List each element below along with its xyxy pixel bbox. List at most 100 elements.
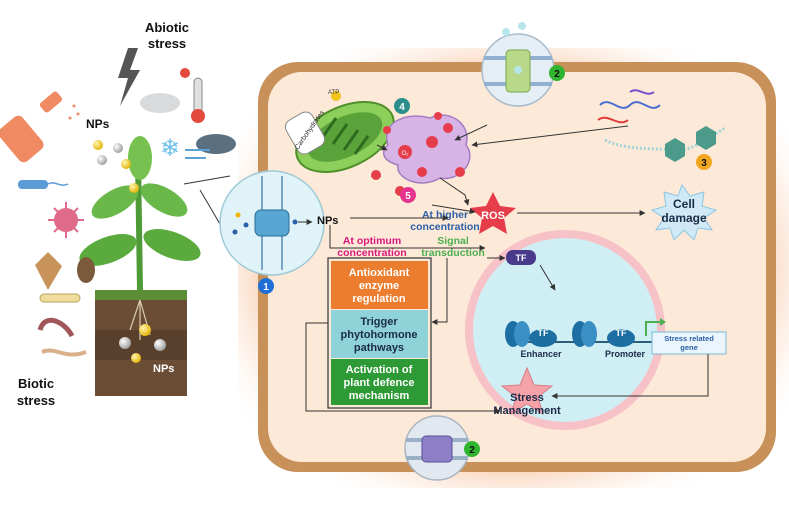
abiotic-icons: Abiotic stress ❄ xyxy=(118,20,236,162)
tf-enhancer-label: TF xyxy=(538,328,549,338)
nucleus: TF TF Enhancer Promoter Stress related g… xyxy=(465,230,727,430)
arrow-gene-stress xyxy=(551,354,709,399)
sun-icon xyxy=(331,91,341,101)
atp-label: ATP xyxy=(328,90,339,96)
number-badges: 1 2 3 4 5 2 xyxy=(258,65,712,457)
transcription-arrowhead xyxy=(660,318,666,326)
polymer-icon xyxy=(597,89,726,162)
carbohydrate-chain xyxy=(284,111,326,155)
signal-line2: transduction xyxy=(421,247,485,259)
ion-channel-top xyxy=(481,22,555,107)
optimum-conc-line1: At optimum xyxy=(343,235,401,247)
arrow-chloroplast-organelle xyxy=(376,144,388,151)
nps-soil-label: NPs xyxy=(153,363,174,375)
badge-2-bottom-label: 2 xyxy=(469,445,475,456)
badge-5 xyxy=(400,187,416,203)
ion-channel-bottom xyxy=(404,415,470,481)
tf-promoter-blob xyxy=(607,329,635,347)
stress-management-line2: Management xyxy=(493,405,561,417)
signal-line1: Signal xyxy=(437,235,469,247)
nucleosome-left xyxy=(505,321,530,347)
arrow-polymer-organelle xyxy=(471,125,629,148)
spray-bottle-icon: NPs xyxy=(0,91,131,169)
larva-icon xyxy=(39,293,81,303)
phytohormone-box xyxy=(331,310,428,358)
beetle-icon xyxy=(77,257,95,283)
tf-cytoplasm: TF xyxy=(506,250,536,265)
mitochondrion: O₂ xyxy=(371,112,471,196)
transcription-start-arrow xyxy=(645,321,662,336)
badge-5-label: 5 xyxy=(405,191,411,202)
superoxide-label: O₂ xyxy=(402,151,410,157)
badge-4 xyxy=(394,98,410,114)
thermometer-icon xyxy=(193,77,203,115)
response-frame xyxy=(327,257,432,409)
badge-1 xyxy=(258,278,274,294)
cell-damage-line2: damage xyxy=(661,211,707,225)
badge-1-label: 1 xyxy=(263,282,269,293)
stress-gene-line1: Stress related xyxy=(664,334,714,343)
abiotic-line1: Abiotic xyxy=(145,20,189,35)
nucleosome-right xyxy=(572,321,597,347)
snowflake-icon: ❄ xyxy=(160,135,180,162)
chloroplast: Carbohydrates ATP xyxy=(284,90,395,173)
biotic-line1: Biotic xyxy=(18,376,54,391)
phytohormone-line3: pathways xyxy=(354,342,404,354)
response-boxes: Antioxidant enzyme regulation Trigger ph… xyxy=(327,257,432,409)
plant-illustration: NPs xyxy=(79,136,201,396)
nps-spray-label: NPs xyxy=(86,117,110,131)
defence-box xyxy=(331,359,428,405)
badge-2-bottom xyxy=(464,441,480,457)
nucleoplasm xyxy=(473,238,657,422)
worm-icon xyxy=(37,317,75,338)
arrow-channel-organelle xyxy=(454,124,488,141)
arrow-to-stress-mgmt xyxy=(305,322,501,414)
higher-conc-line1: At higher xyxy=(422,209,468,221)
defence-line1: Activation of xyxy=(346,364,413,376)
bacteria-icon xyxy=(18,180,48,189)
badge-2-top-label: 2 xyxy=(554,69,560,80)
antioxidant-line3: regulation xyxy=(352,293,405,305)
antioxidant-line1: Antioxidant xyxy=(349,267,410,279)
optimum-conc-line2: concentration xyxy=(337,247,406,259)
nematode-icon xyxy=(41,348,87,357)
phytohormone-line2: phytohormone xyxy=(341,329,418,341)
defence-line2: plant defence xyxy=(344,377,415,389)
moth-icon xyxy=(35,252,62,290)
stress-management-star: Stress Management xyxy=(493,366,561,417)
abiotic-line2: stress xyxy=(148,36,186,51)
antioxidant-line2: enzyme xyxy=(359,280,399,292)
tf-cytoplasm-label: TF xyxy=(516,253,527,263)
leaf xyxy=(91,185,139,219)
badge-3-label: 3 xyxy=(701,158,707,169)
arrow-optimum xyxy=(329,225,486,251)
tf-promoter-label: TF xyxy=(616,328,627,338)
grass-top xyxy=(95,290,187,300)
leaf xyxy=(128,136,152,180)
leaf xyxy=(143,229,201,261)
stress-gene-line2: gene xyxy=(680,343,698,352)
flow-arrows xyxy=(305,124,709,414)
badge-2-top xyxy=(549,65,565,81)
lightning-icon xyxy=(118,48,140,106)
stress-gene-box xyxy=(651,331,727,355)
ros-label: ROS xyxy=(481,210,505,222)
leaf xyxy=(140,183,188,217)
antioxidant-box xyxy=(331,261,428,309)
badge-4-label: 4 xyxy=(399,102,405,113)
arrow-to-ros xyxy=(431,204,476,215)
membrane-callout: NPs xyxy=(183,170,338,276)
ros-star: ROS xyxy=(470,192,516,234)
higher-conc-line2: concentration xyxy=(410,221,479,233)
nps-membrane-label: NPs xyxy=(317,215,338,227)
arrow-signal-boxes xyxy=(431,258,448,325)
cloud-icon xyxy=(140,93,180,113)
biotic-line2: stress xyxy=(17,393,55,408)
defence-line3: mechanism xyxy=(349,390,410,402)
cell-damage-line1: Cell xyxy=(673,197,695,211)
wind-icon xyxy=(185,149,210,159)
ros-burst-icons xyxy=(371,112,465,196)
stress-management-line1: Stress xyxy=(510,392,544,404)
sun-icon xyxy=(180,68,190,78)
